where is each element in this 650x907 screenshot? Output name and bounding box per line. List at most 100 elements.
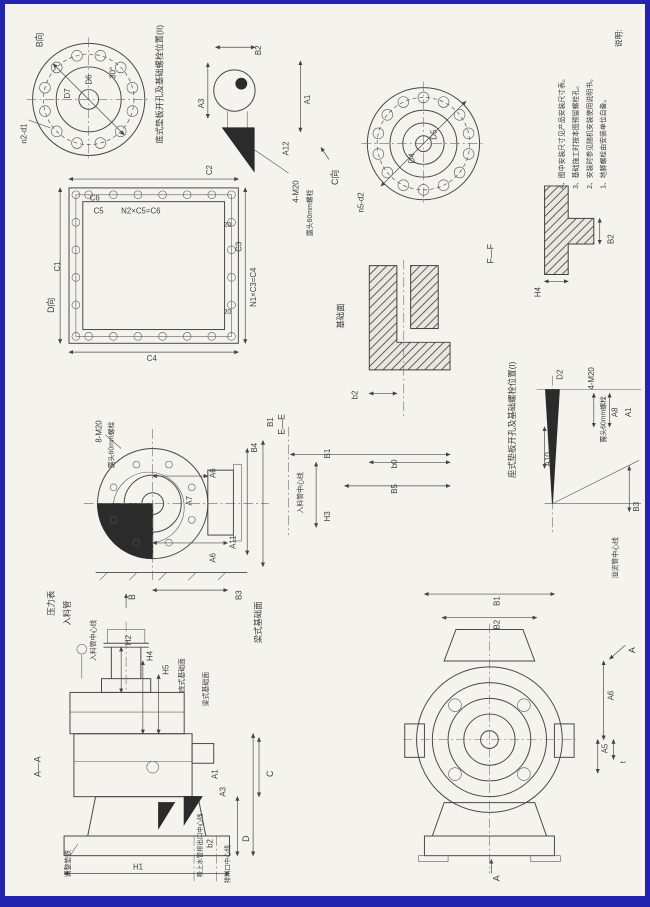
base-plate-view-d: C2 N2×C5=C6 C5 C6 C1 D向 C3 N1×C3=C4 C4 2… xyxy=(45,165,258,363)
tee-cross-section: B2 H4 xyxy=(534,185,615,297)
notes-title: 说明: xyxy=(613,29,623,47)
notes-block: 说明: 1、地脚螺栓由安装单位自备。 2、安装时参见随机安装使用说明书。 3、基… xyxy=(557,29,623,189)
dim-a10: A10 xyxy=(543,452,552,467)
dim-c2: C2 xyxy=(205,165,214,175)
section-aa-label: A—A xyxy=(32,756,42,777)
foundation-section: 基础面 b2 B1 b0 B5 H3 E—E 座式垫板开孔及基础螺栓位置(I) xyxy=(277,259,517,536)
shim-label: 调整垫铁 xyxy=(63,850,72,878)
pump-side-view: 压力表 入料管 B 入料管中心线 H2 H4 H5 底式基础面 梁式基础面 A—… xyxy=(32,590,274,883)
drawing-canvas: B向 n2-d1 D7 D6 30° 底式垫板开孔及基础螺栓位置(II) B2 … xyxy=(20,25,641,884)
view-c-label: C向 xyxy=(329,170,340,185)
dim-b5: B5 xyxy=(390,484,399,494)
dim-b3-detail: B3 xyxy=(632,501,641,511)
dim-a3-side: A3 xyxy=(219,786,228,796)
dim-b0: b0 xyxy=(390,459,399,468)
dim-a6-volute-1: A6 xyxy=(209,468,218,478)
suction-centerline-label: 吸上水管排出口中心线 xyxy=(195,813,204,877)
caption-plate-1: 座式垫板开孔及基础螺栓位置(I) xyxy=(507,361,517,478)
dim-t: t xyxy=(618,760,627,763)
bottom-foundation-label: 底式基础面 xyxy=(177,658,186,692)
arrow-c-label: C xyxy=(265,770,275,777)
dim-d4: D4 xyxy=(408,153,417,164)
inlet-centerline-1: 入料管中心线 xyxy=(295,472,304,513)
caption-plate-2: 底式垫板开孔及基础螺栓位置(II) xyxy=(155,25,165,144)
bolt-note-b: 露头60mm螺栓 xyxy=(599,396,608,443)
dim-b3-volute: B3 xyxy=(234,590,243,600)
dim-a12-plate: A12 xyxy=(282,141,291,155)
dim-d7: D7 xyxy=(63,88,72,98)
note-3: 3、基础施工时按本图预留螺栓孔。 xyxy=(571,82,580,189)
dim-a1-side: A1 xyxy=(211,769,220,779)
dim-4-m20-b: 4-M20 xyxy=(587,367,596,390)
dim-b1-volute: B1 xyxy=(266,417,275,427)
anchor-bolt-detail: D2 4-M20 露头60mm螺栓 A8 A1 A10 B3 溢流管中心线 xyxy=(536,367,641,578)
view-b-label: B向 xyxy=(33,32,44,47)
note-2: 2、安装时参见随机安装使用说明书。 xyxy=(585,75,594,189)
dim-a7: A7 xyxy=(185,496,194,506)
dim-30deg: 30° xyxy=(108,67,117,79)
dim-a1-detail: A1 xyxy=(624,407,633,417)
dim-20-a: 20 xyxy=(224,222,232,229)
bolt-note-c: 露头60mm螺栓 xyxy=(106,421,115,468)
arrow-a-right-label: A xyxy=(627,647,637,653)
dim-b2-front: B2 xyxy=(492,620,501,630)
volute-view: 8-M20 露头60mm螺栓 B1 B4 A6 A7 A11 A6 B3 入料管… xyxy=(83,417,304,643)
dim-a3-plate: A3 xyxy=(197,98,206,108)
dim-a1-plate: A1 xyxy=(303,95,312,105)
dim-b2-section: B2 xyxy=(606,234,615,244)
dim-a8: A8 xyxy=(610,407,619,417)
bottom-plate-detail: 底式垫板开孔及基础螺栓位置(II) B2 A3 A1 A12 4-M20 露头6… xyxy=(155,25,340,236)
discharge-centerline-label: 排料口中心线 xyxy=(222,844,231,883)
section-ee-label: E—E xyxy=(277,414,287,435)
view-d-label: D向 xyxy=(45,297,56,312)
dim-h2: H2 xyxy=(124,635,133,645)
dim-a6-front: A6 xyxy=(606,690,615,700)
dim-c4: C4 xyxy=(147,354,158,363)
inlet-centerline-3: 入料管中心线 xyxy=(89,620,98,661)
dim-n5-d2: n5-d2 xyxy=(356,192,365,212)
beam-foundation-1: 梁式基础面 xyxy=(253,601,263,643)
foundation-face-label: 基础面 xyxy=(336,303,346,328)
dim-b1-found: B1 xyxy=(323,449,332,459)
inlet-pipe-label: 入料管 xyxy=(62,600,72,625)
dim-d5: D5 xyxy=(429,129,438,140)
pressure-gauge-label: 压力表 xyxy=(46,590,56,616)
dim-a6-volute-2: A6 xyxy=(209,552,218,562)
dim-c5: C5 xyxy=(94,206,105,215)
dim-n1c3: N1×C3=C4 xyxy=(249,267,258,307)
dim-a11: A11 xyxy=(228,535,237,548)
pump-front-view: B1 B2 A6 A5 t A A xyxy=(402,592,637,881)
dim-b1-front: B1 xyxy=(492,596,501,606)
flange-view-b: B向 n2-d1 D7 D6 30° xyxy=(20,32,151,162)
dim-c1: C1 xyxy=(53,261,62,271)
dim-d6: D6 xyxy=(85,74,94,85)
dim-a5: A5 xyxy=(601,743,610,753)
flange-view-f: n5-d2 D4 D5 F—F xyxy=(356,81,495,264)
dim-8-m20: 8-M20 xyxy=(94,420,103,443)
dim-d2: D2 xyxy=(555,370,564,380)
arrow-a-bottom-label: A xyxy=(491,875,501,881)
dim-b2-side: b2 xyxy=(206,839,215,848)
dim-b2-plate: B2 xyxy=(254,46,263,56)
arrow-d-label: D xyxy=(241,836,251,842)
dim-b2-found: b2 xyxy=(350,391,359,400)
dim-n2c5: N2×C5=C6 xyxy=(121,206,161,215)
dim-n2-d1: n2-d1 xyxy=(20,124,29,144)
dim-h3: H3 xyxy=(323,511,332,522)
note-4: 4、图中安装尺寸见产品安装尺寸表。 xyxy=(557,75,566,189)
overflow-centerline-label: 溢流管中心线 xyxy=(610,537,619,578)
dim-b4: B4 xyxy=(250,442,259,452)
beam-foundation-2: 梁式基础面 xyxy=(201,672,210,706)
dim-h5: H5 xyxy=(161,664,170,675)
section-ff-label: F—F xyxy=(485,243,495,263)
dim-h4-section: H4 xyxy=(534,286,543,297)
dim-c6: C6 xyxy=(90,194,101,203)
drawing-sheet: B向 n2-d1 D7 D6 30° 底式垫板开孔及基础螺栓位置(II) B2 … xyxy=(5,4,645,896)
dim-4-m20: 4-M20 xyxy=(291,180,300,203)
arrow-b-label: B xyxy=(127,594,137,600)
dim-20-b: 20 xyxy=(224,309,232,316)
note-1: 1、地脚螺栓由安装单位自备。 xyxy=(599,96,608,189)
bolt-note-a: 露头60mm螺栓 xyxy=(305,189,314,236)
dim-h4: H4 xyxy=(146,650,155,661)
dim-h1: H1 xyxy=(133,862,143,871)
